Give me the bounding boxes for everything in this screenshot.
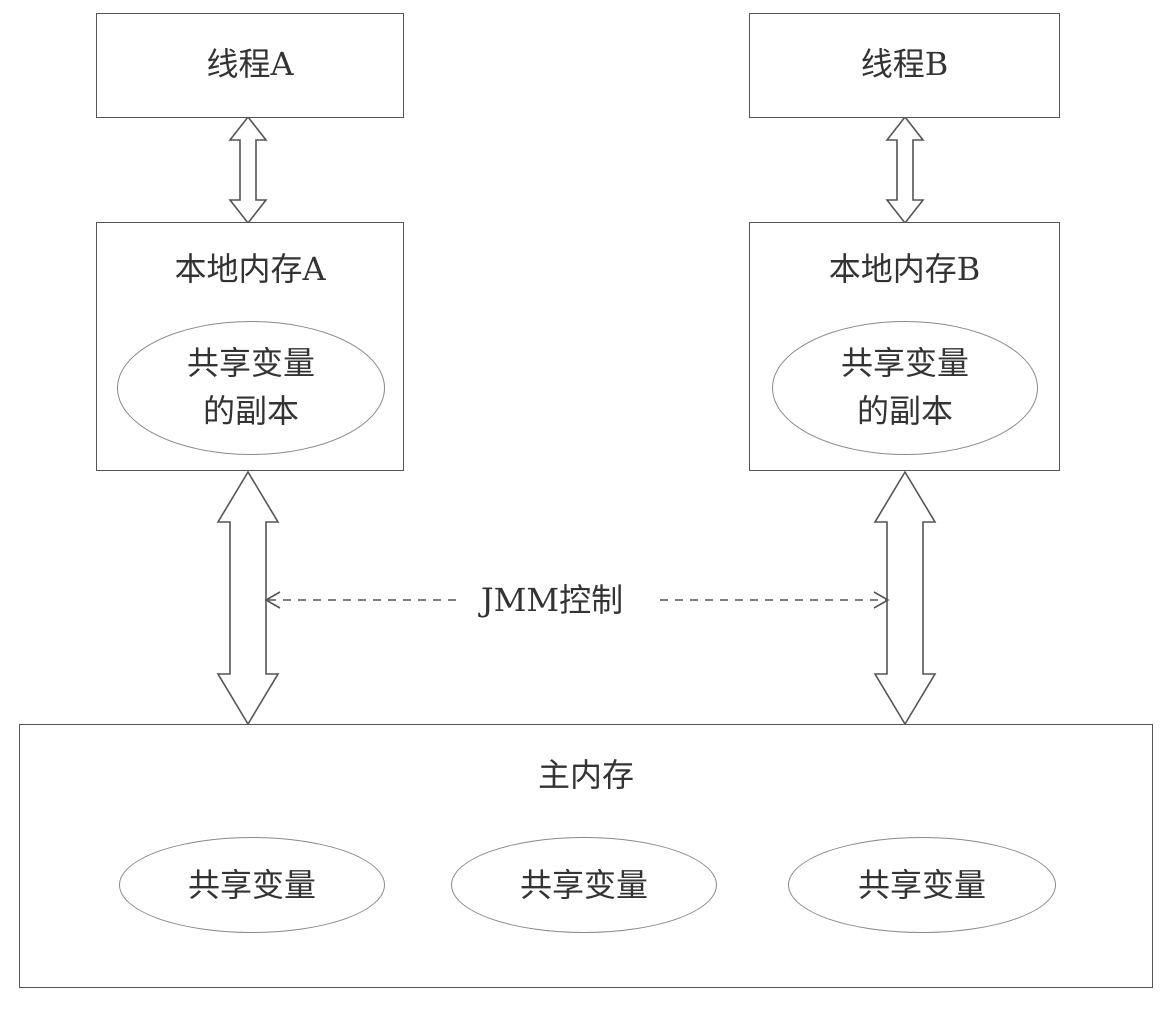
thread-b-local-b-double-arrow	[885, 115, 925, 225]
local-memory-a-box: 本地内存A 共享变量 的副本	[96, 222, 404, 471]
main-memory-label: 主内存	[537, 756, 634, 794]
main-memory-box: 主内存 共享变量 共享变量 共享变量	[19, 724, 1153, 988]
shared-variable-copy-a-line1: 共享变量	[186, 344, 315, 382]
shared-variable-ellipse-1: 共享变量	[119, 837, 385, 933]
shared-variable-3-label: 共享变量	[857, 866, 986, 904]
shared-variable-ellipse-3: 共享变量	[788, 837, 1056, 933]
jmm-arrowhead-right	[873, 591, 890, 609]
shared-variable-copy-b-line1: 共享变量	[840, 344, 969, 382]
thread-a-label: 线程A	[206, 45, 294, 83]
jmm-arrowhead-left	[264, 591, 281, 609]
jmm-control-label: JMM控制	[462, 578, 642, 622]
thread-a-local-a-double-arrow	[228, 115, 268, 225]
shared-variable-copy-a-ellipse: 共享变量 的副本	[117, 321, 385, 455]
thread-b-box: 线程B	[749, 13, 1060, 118]
shared-variable-copy-a-line2: 的副本	[202, 392, 299, 430]
shared-variable-copy-b-line2: 的副本	[856, 392, 953, 430]
shared-variable-1-label: 共享变量	[187, 866, 316, 904]
shared-variable-copy-b-ellipse: 共享变量 的副本	[772, 321, 1038, 455]
local-memory-a-label: 本地内存A	[174, 250, 326, 288]
thread-b-label: 线程B	[860, 45, 949, 83]
local-memory-b-box: 本地内存B 共享变量 的副本	[749, 222, 1060, 471]
shared-variable-2-label: 共享变量	[519, 866, 648, 904]
thread-a-box: 线程A	[96, 13, 404, 118]
shared-variable-ellipse-2: 共享变量	[451, 837, 717, 933]
local-memory-b-label: 本地内存B	[828, 250, 981, 288]
